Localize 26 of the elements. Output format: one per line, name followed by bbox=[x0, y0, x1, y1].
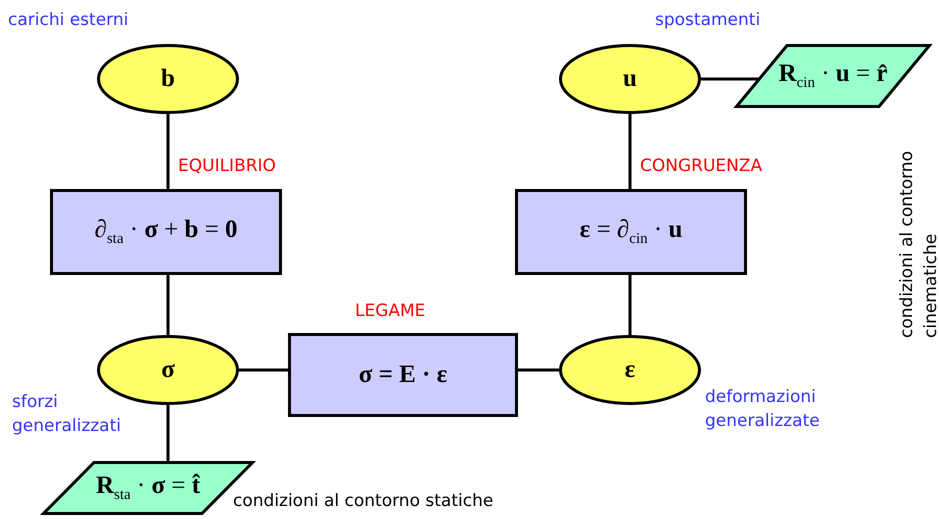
annotation-text: deformazioni generalizzate bbox=[705, 386, 821, 433]
connector-line bbox=[166, 275, 170, 335]
variable-symbol: b bbox=[161, 65, 175, 93]
annotation-text: spostamenti bbox=[655, 9, 762, 32]
equation-text: R$_{sta}$ · σ = t̂ bbox=[96, 472, 200, 504]
variable-symbol: ε bbox=[624, 356, 636, 384]
equation-text: R$_{cin}$ · u = r̂ bbox=[778, 60, 888, 92]
connector-line bbox=[166, 405, 170, 461]
annotation-text: sforzi generalizzati bbox=[12, 391, 122, 438]
annotation-text: EQUILIBRIO bbox=[178, 155, 277, 178]
connector-line bbox=[628, 275, 632, 335]
annotation-text: carichi esterni bbox=[8, 9, 130, 32]
connector-line bbox=[239, 368, 288, 372]
equation-text: ε = ∂$_{cin}$ · u bbox=[580, 216, 682, 248]
annotation-text: LEGAME bbox=[355, 300, 426, 323]
connector-line bbox=[628, 114, 632, 189]
variable-symbol: σ bbox=[161, 356, 175, 384]
annotation-text: CONGRUENZA bbox=[640, 155, 764, 178]
equation-text: ∂$_{sta}$ · σ + b = 0 bbox=[94, 216, 238, 248]
variable-symbol: u bbox=[623, 65, 637, 93]
variable-symbol: σ = E · ε bbox=[358, 361, 448, 389]
vertical-note: condizioni al contorno cinematiche bbox=[896, 150, 939, 338]
connector-line bbox=[518, 368, 559, 372]
connector-line bbox=[166, 114, 170, 189]
connector-line bbox=[701, 78, 759, 80]
annotation-text: condizioni al contorno statiche bbox=[233, 490, 494, 513]
